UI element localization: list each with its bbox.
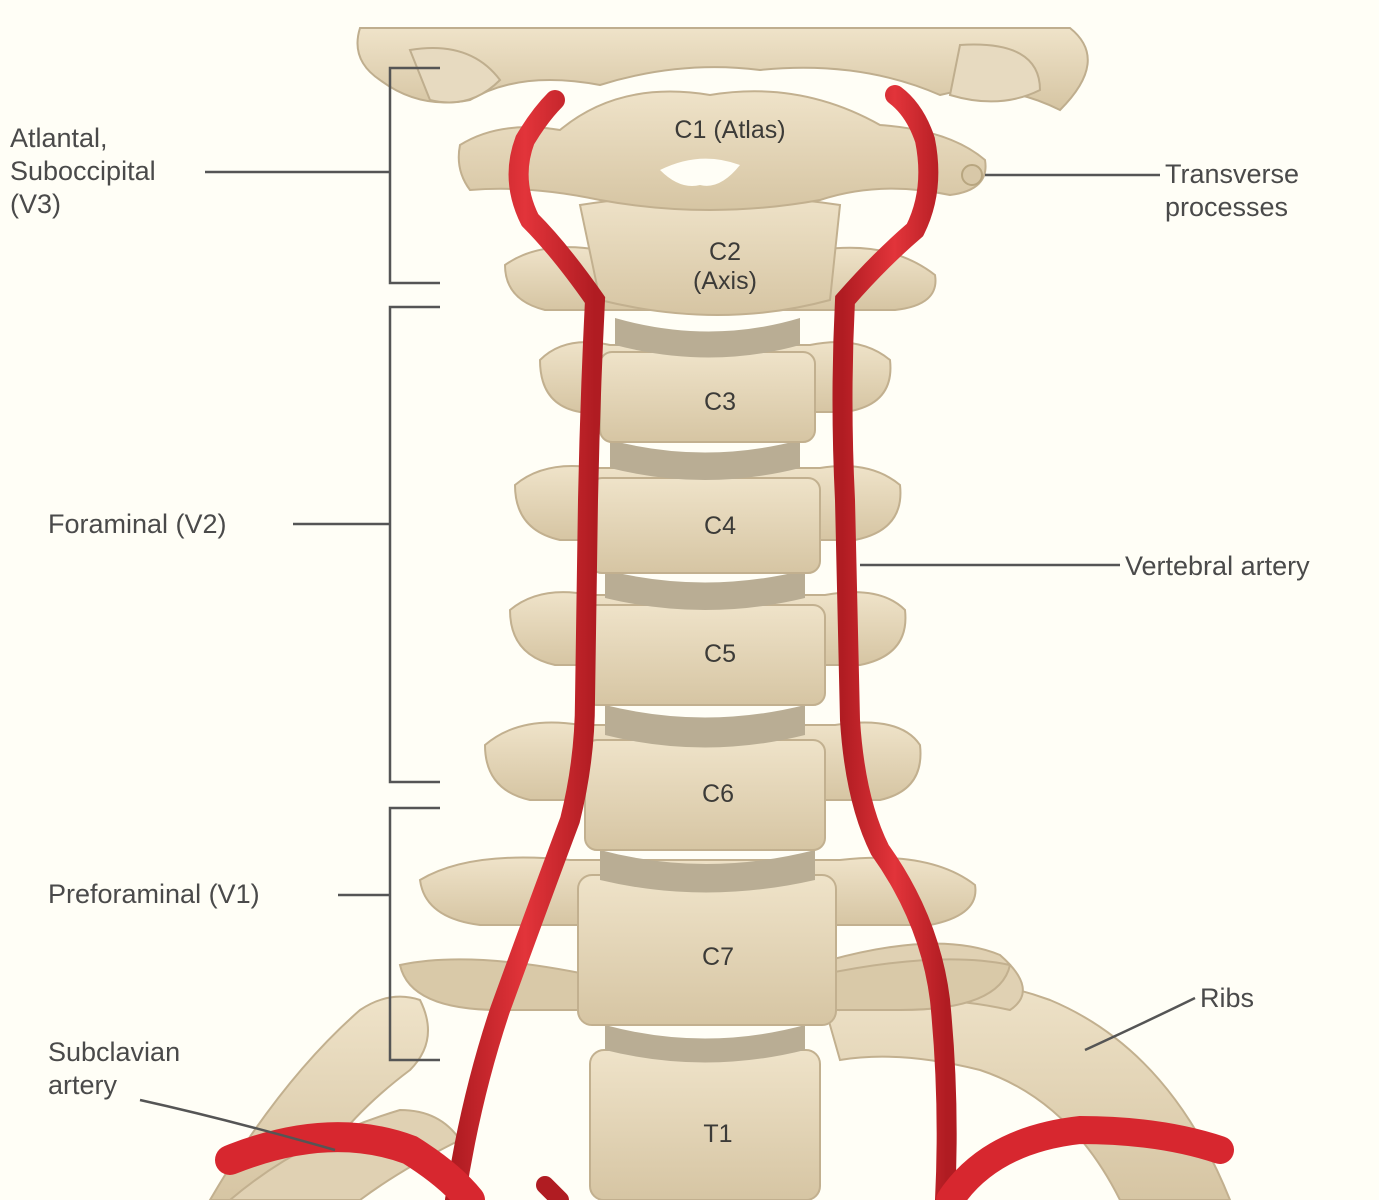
subclavian-artery-left: [215, 1122, 485, 1200]
label-c2: C2 (Axis): [693, 238, 757, 295]
common-carotid-stub: [536, 1176, 569, 1200]
bracket-v3: [388, 66, 440, 285]
label-preforaminal-v1: Preforaminal (V1): [48, 879, 260, 909]
leader-ribs: [1084, 996, 1196, 1052]
label-transverse-processes: Transverse processes: [1165, 159, 1300, 222]
disc-c5-c6: [605, 705, 805, 748]
label-subclavian-artery: Subclavian artery: [48, 1037, 181, 1100]
bracket-v2: [388, 305, 440, 784]
label-atlantal-v3: Atlantal, Suboccipital (V3): [10, 123, 156, 219]
label-c7: C7: [702, 943, 734, 971]
label-ribs: Ribs: [1200, 983, 1255, 1013]
c1-dens-notch: [660, 158, 740, 186]
label-c4: C4: [704, 512, 736, 540]
skull-condyle-right: [948, 43, 1042, 103]
disc-c7-t1: [605, 1025, 805, 1063]
disc-c6-c7: [600, 850, 815, 893]
disc-c4-c5: [605, 570, 805, 610]
bracket-v1: [388, 806, 440, 1062]
subclavian-artery-right: [936, 1115, 1234, 1200]
skull-base: [356, 27, 1089, 112]
vertebral-artery-right: [832, 85, 957, 1200]
label-foraminal-v2: Foraminal (V2): [48, 509, 227, 539]
label-c3: C3: [704, 388, 736, 416]
label-c6: C6: [702, 780, 734, 808]
vertebra-c1-atlas: [457, 90, 987, 211]
label-c1: C1 (Atlas): [674, 116, 786, 144]
disc-c2-c3: [615, 318, 800, 358]
leader-lines: [139, 66, 1196, 1152]
label-c5: C5: [704, 640, 736, 668]
label-t1: T1: [703, 1120, 733, 1148]
transverse-foramen-right: [961, 164, 983, 186]
disc-c3-c4: [610, 440, 800, 480]
leader-subclavian: [139, 1098, 336, 1152]
skull-condyle-left: [408, 47, 502, 104]
vertebral-artery-left: [445, 90, 606, 1200]
label-vertebral-artery: Vertebral artery: [1125, 551, 1310, 581]
